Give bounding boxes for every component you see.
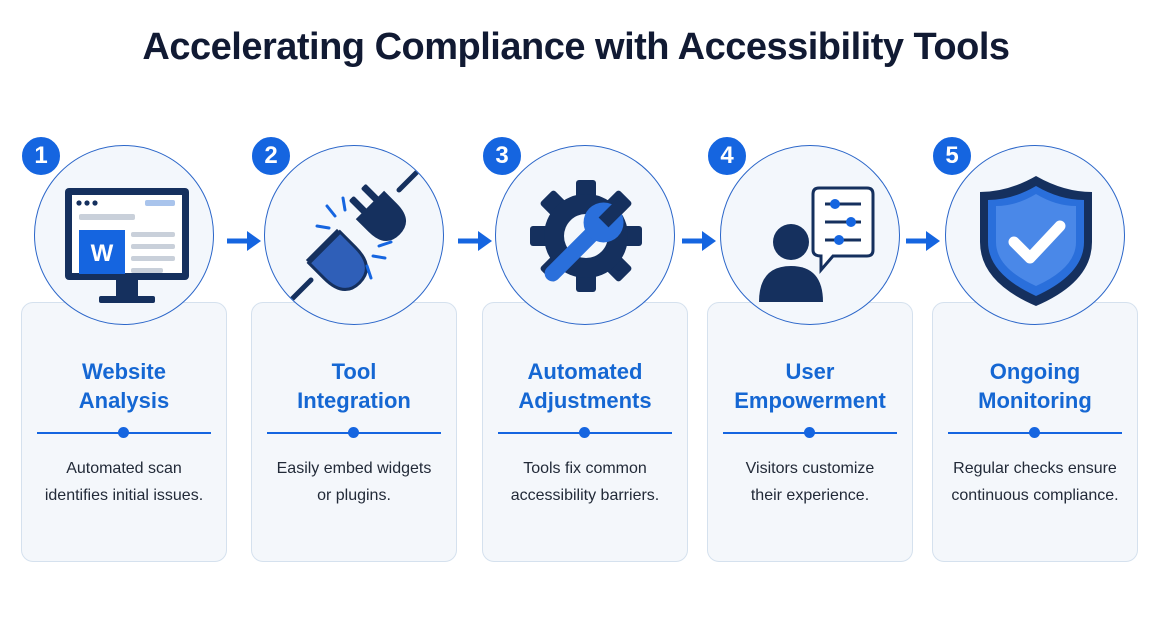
- step-tool-integration: 2 Tool Integration Easily embed widgets …: [249, 134, 457, 565]
- step-icon-circle: [264, 145, 444, 325]
- user-settings-icon: [759, 186, 875, 302]
- step-description: Tools fix common accessibility barriers.: [510, 460, 660, 504]
- divider-dot: [579, 427, 590, 438]
- step-number-badge: 4: [705, 134, 749, 178]
- divider-dot: [348, 427, 359, 438]
- step-description: Easily embed widgets or plugins.: [276, 460, 432, 504]
- step-title: Automated Adjustments: [518, 359, 652, 413]
- arrow-right-icon: [680, 228, 720, 254]
- document-letter: W: [91, 240, 114, 267]
- step-automated-adjustments: 3 Automated Adjustments Tools fix common…: [480, 134, 688, 565]
- plug-connect-icon: [284, 169, 420, 307]
- step-icon-circle: [495, 145, 675, 325]
- page-title: Accelerating Compliance with Accessibili…: [142, 26, 1010, 68]
- step-number-badge: 3: [480, 134, 524, 178]
- step-title: User Empowerment: [734, 359, 886, 413]
- step-icon-circle: [945, 145, 1125, 325]
- step-icon-circle: [720, 145, 900, 325]
- step-title: Ongoing Monitoring: [978, 359, 1092, 413]
- step-icon-circle: W: [34, 145, 214, 325]
- step-title: Website Analysis: [78, 359, 170, 413]
- step-number-badge: 5: [930, 134, 974, 178]
- shield-check-icon: [980, 176, 1092, 306]
- step-ongoing-monitoring: 5 Ongoing Monitoring Regular checks ensu…: [930, 134, 1138, 565]
- step-description: Visitors customize their experience.: [745, 460, 875, 504]
- step-number-badge: 1: [19, 134, 63, 178]
- step-number-badge: 2: [249, 134, 293, 178]
- step-title: Tool Integration: [297, 359, 411, 413]
- step-description: Regular checks ensure continuous complia…: [951, 460, 1119, 504]
- step-description: Automated scan identifies initial issues…: [44, 460, 204, 504]
- arrow-right-icon: [904, 228, 944, 254]
- divider-dot: [1029, 427, 1040, 438]
- arrow-right-icon: [456, 228, 496, 254]
- divider-dot: [804, 427, 815, 438]
- step-user-empowerment: 4 User Empowerment Visitors customize th…: [705, 134, 913, 565]
- gear-wrench-icon: [530, 180, 642, 292]
- step-website-analysis: W 1 Website Analysis Automated scan iden…: [19, 134, 227, 565]
- monitor-document-icon: W: [65, 188, 189, 303]
- divider-dot: [118, 427, 129, 438]
- arrow-right-icon: [225, 228, 265, 254]
